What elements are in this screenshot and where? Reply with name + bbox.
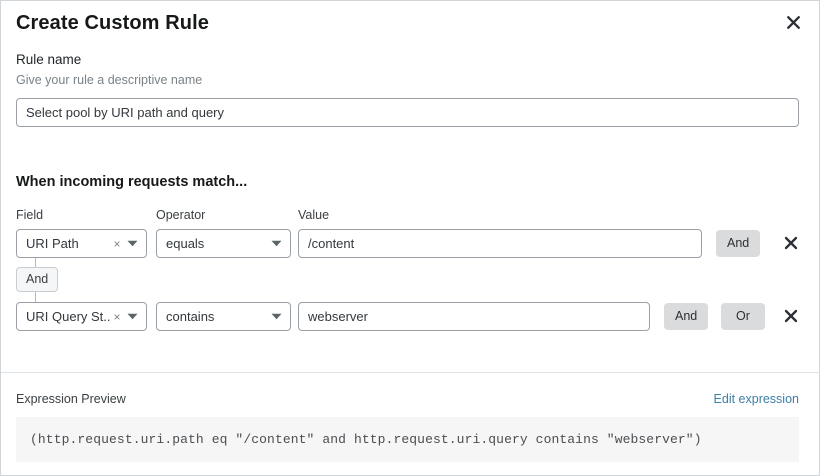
chevron-down-icon[interactable] bbox=[124, 313, 140, 320]
condition-connector: And bbox=[16, 258, 136, 302]
page-title: Create Custom Rule bbox=[16, 12, 209, 34]
conditions-heading: When incoming requests match... bbox=[16, 174, 248, 190]
rule-name-label: Rule name bbox=[16, 52, 82, 67]
clear-icon[interactable]: × bbox=[113, 309, 121, 324]
remove-icon bbox=[784, 236, 798, 250]
rule-name-help-text: Give your rule a descriptive name bbox=[16, 73, 203, 87]
remove-condition-button-row-2[interactable] bbox=[781, 306, 801, 326]
operator-select-row-1[interactable]: equals bbox=[156, 229, 291, 258]
and-button-row-2[interactable]: And bbox=[664, 303, 709, 330]
field-select-value-row-1: URI Path bbox=[26, 236, 79, 251]
column-header-operator: Operator bbox=[156, 208, 206, 222]
field-select-value-row-2: URI Query St... bbox=[26, 309, 110, 324]
field-select-row-2[interactable]: URI Query St... × bbox=[16, 302, 147, 331]
chevron-down-icon-glyph bbox=[127, 313, 137, 320]
chevron-down-icon-glyph bbox=[127, 240, 137, 247]
expression-preview-text: (http.request.uri.path eq "/content" and… bbox=[30, 432, 702, 447]
close-icon[interactable] bbox=[782, 11, 804, 33]
expression-preview-box: (http.request.uri.path eq "/content" and… bbox=[16, 417, 799, 462]
column-header-value: Value bbox=[298, 208, 330, 222]
close-icon-glyph bbox=[786, 15, 800, 29]
value-input-row-1[interactable] bbox=[298, 229, 702, 258]
condition-column-headers: Field Operator Value bbox=[16, 207, 806, 223]
condition-row: URI Query St... × contains And Or bbox=[16, 302, 806, 331]
remove-icon bbox=[784, 309, 798, 323]
column-header-field: Field bbox=[16, 208, 44, 222]
rule-name-section: Rule name Give your rule a descriptive n… bbox=[16, 51, 799, 127]
chevron-down-icon[interactable] bbox=[268, 313, 284, 320]
rule-name-input[interactable] bbox=[16, 98, 799, 127]
remove-condition-button-row-1[interactable] bbox=[781, 233, 801, 253]
clear-icon[interactable]: × bbox=[113, 236, 121, 251]
edit-expression-link[interactable]: Edit expression bbox=[713, 392, 799, 406]
connector-line-bottom bbox=[35, 292, 36, 302]
operator-select-value-row-2: contains bbox=[166, 309, 215, 324]
chevron-down-icon[interactable] bbox=[268, 240, 284, 247]
connector-line-top bbox=[35, 258, 36, 268]
operator-select-row-2[interactable]: contains bbox=[156, 302, 291, 331]
expression-preview-label: Expression Preview bbox=[16, 392, 126, 406]
field-select-row-1[interactable]: URI Path × bbox=[16, 229, 147, 258]
chevron-down-icon[interactable] bbox=[124, 240, 140, 247]
expression-preview-header: Expression Preview Edit expression bbox=[16, 390, 799, 408]
chevron-down-icon-glyph bbox=[271, 240, 281, 247]
condition-row: URI Path × equals And bbox=[16, 229, 806, 258]
chevron-down-icon-glyph bbox=[271, 313, 281, 320]
connector-and-badge[interactable]: And bbox=[16, 267, 59, 292]
and-button-row-1[interactable]: And bbox=[716, 230, 761, 257]
dialog-header: Create Custom Rule bbox=[16, 9, 804, 43]
operator-select-value-row-1: equals bbox=[166, 236, 205, 251]
section-divider bbox=[1, 372, 820, 373]
or-button-row-2[interactable]: Or bbox=[721, 303, 765, 330]
value-input-row-2[interactable] bbox=[298, 302, 650, 331]
